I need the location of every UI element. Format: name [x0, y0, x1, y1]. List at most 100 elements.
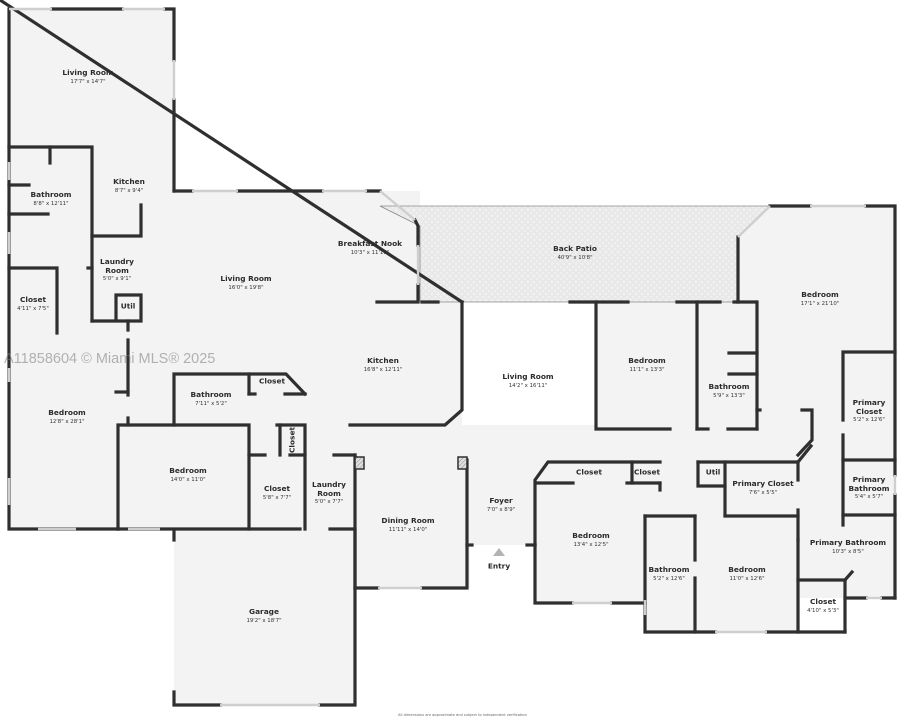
room-name: Bedroom [169, 466, 207, 476]
room-name: Living Room [62, 68, 114, 78]
room-name: Foyer [489, 496, 513, 506]
room-dimensions: 11'0" x 12'6" [729, 575, 765, 582]
room-dimensions: 19'2" x 18'7" [246, 617, 282, 624]
room-dimensions: 5'8" x 7'7" [262, 494, 292, 501]
entry-label: Entry [487, 561, 511, 571]
room-dimensions: 17'7" x 14'7" [70, 78, 106, 85]
room-dimensions: 11'11" x 14'0" [388, 526, 428, 533]
room-dimensions: 4'10" x 5'3" [807, 607, 839, 614]
windows [7, 7, 897, 707]
room-dimensions: 10'3" x 8'5" [832, 548, 864, 555]
room-name: Garage [249, 607, 279, 617]
room-name: Primary Closet [852, 397, 886, 416]
room-name: Bathroom [648, 565, 690, 575]
room-dimensions: 16'8" x 12'11" [363, 366, 403, 373]
room-dimensions: 5'2" x 12'6" [853, 416, 885, 423]
room-name: Laundry Room [100, 256, 134, 275]
room-name: Closet [634, 467, 660, 477]
room-label-util-1: Util [120, 301, 136, 312]
room-dimensions: 5'4" x 5'7" [854, 493, 884, 500]
room-dimensions: 5'0" x 9'1" [102, 275, 132, 282]
room-name: Util [705, 467, 721, 477]
room-dimensions: 4'11" x 7'5" [17, 305, 49, 312]
room-name: Primary Closet [732, 479, 794, 489]
room-dimensions: 17'1" x 21'10" [800, 300, 840, 307]
room-dimensions: 10'3" x 11'10" [350, 249, 390, 256]
room-dimensions: 8'7" x 9'4" [114, 187, 144, 194]
room-name: Closet [810, 597, 836, 607]
room-dimensions: 5'0" x 7'7" [314, 498, 344, 505]
room-name: Closet [287, 427, 297, 453]
room-name: Breakfast Nook [337, 239, 403, 249]
room-name: Dining Room [381, 516, 435, 526]
room-dimensions: 16'0" x 19'8" [228, 284, 264, 291]
room-dimensions: 12'8" x 28'1" [49, 418, 85, 425]
room-name: Bathroom [190, 390, 232, 400]
room-dimensions: 5'2" x 12'6" [653, 575, 685, 582]
room-label-closet-6: Closet [634, 467, 660, 478]
room-name: Closet [20, 295, 46, 305]
room-name: Bedroom [628, 356, 666, 366]
room-name: Closet [576, 467, 602, 477]
room-dimensions: 40'9" x 10'8" [557, 254, 593, 261]
room-dimensions: 14'0" x 11'0" [170, 476, 206, 483]
room-name: Closet [264, 484, 290, 494]
room-dimensions: 7'6" x 5'5" [748, 489, 778, 496]
room-name: Back Patio [553, 244, 597, 254]
room-name: Kitchen [113, 177, 145, 187]
entry-arrow-icon [493, 548, 505, 556]
room-dimensions: 13'4" x 12'5" [573, 541, 609, 548]
room-name: Primary Bathroom [848, 474, 890, 493]
room-dimensions: 7'0" x 8'9" [486, 506, 516, 513]
room-name: Bedroom [801, 290, 839, 300]
room-name: Bedroom [48, 408, 86, 418]
room-name: Bathroom [30, 190, 72, 200]
room-name: Bathroom [708, 382, 750, 392]
room-name: Laundry Room [312, 479, 346, 498]
room-name: Bedroom [572, 531, 610, 541]
room-label-closet-5: Closet [576, 467, 602, 478]
footer-disclaimer: All dimensions are approximate and subje… [398, 713, 527, 717]
room-dimensions: 8'8" x 12'11" [33, 200, 69, 207]
room-label-util-2: Util [705, 467, 721, 478]
room-name: Living Room [220, 274, 272, 284]
room-name: Living Room [502, 372, 554, 382]
room-dimensions: 11'1" x 13'3" [629, 366, 665, 373]
mls-watermark: A11858604 © Miami MLS® 2025 [4, 351, 216, 367]
room-name: Primary Bathroom [809, 538, 887, 548]
room-name: Closet [259, 376, 285, 386]
room-dimensions: 5'9" x 13'3" [713, 392, 745, 399]
room-name: Bedroom [728, 565, 766, 575]
room-name: Util [120, 301, 136, 311]
walls [0, 0, 897, 707]
